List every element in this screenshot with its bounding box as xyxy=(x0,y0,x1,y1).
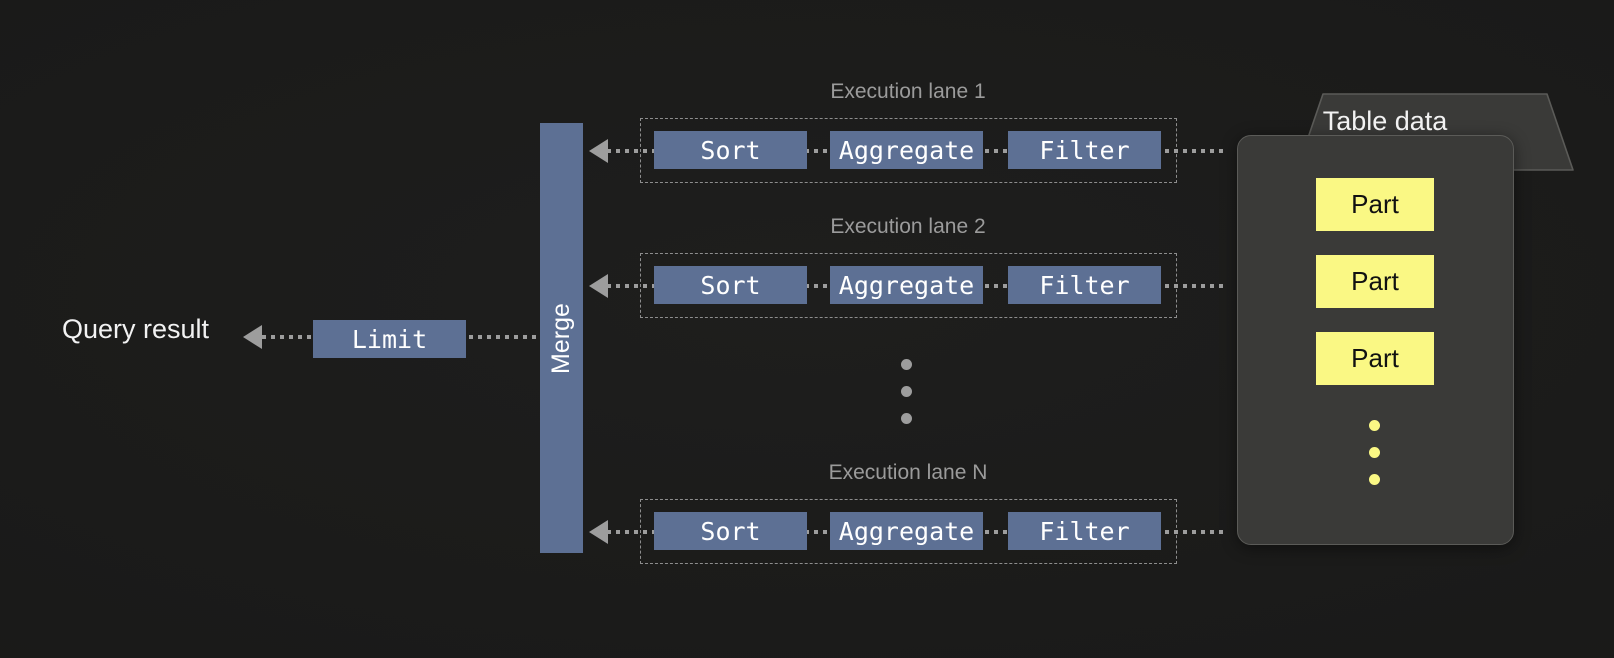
lane-1-stage-filter[interactable]: Filter xyxy=(1008,131,1161,169)
merge-bar[interactable]: Merge xyxy=(540,123,583,553)
part-box-2[interactable]: Part xyxy=(1316,255,1434,308)
parts-ellipsis-icon xyxy=(1369,420,1380,501)
lane-2-stage-filter[interactable]: Filter xyxy=(1008,266,1161,304)
limit-box[interactable]: Limit xyxy=(313,320,466,358)
lane-1-stage-sort[interactable]: Sort xyxy=(654,131,807,169)
lane-n-stage-sort[interactable]: Sort xyxy=(654,512,807,550)
arrow-lane-n-to-merge-icon xyxy=(589,520,608,544)
part-box-3[interactable]: Part xyxy=(1316,332,1434,385)
lane-title-1: Execution lane 1 xyxy=(830,80,986,103)
lane-2-stage-sort[interactable]: Sort xyxy=(654,266,807,304)
arrow-to-query-result-icon xyxy=(243,325,262,349)
part-box-1[interactable]: Part xyxy=(1316,178,1434,231)
table-data-title: Table data xyxy=(1322,106,1448,136)
lane-title-2: Execution lane 2 xyxy=(830,215,986,238)
query-result-label: Query result xyxy=(62,314,210,344)
lane-n-stage-aggregate[interactable]: Aggregate xyxy=(830,512,983,550)
lane-n-stage-filter[interactable]: Filter xyxy=(1008,512,1161,550)
lane-title-n: Execution lane N xyxy=(828,461,988,484)
lane-2-stage-aggregate[interactable]: Aggregate xyxy=(830,266,983,304)
arrow-lane-2-to-merge-icon xyxy=(589,274,608,298)
lanes-ellipsis-icon xyxy=(901,359,912,440)
arrow-lane-1-to-merge-icon xyxy=(589,139,608,163)
merge-label: Merge xyxy=(547,302,575,374)
lane-1-stage-aggregate[interactable]: Aggregate xyxy=(830,131,983,169)
